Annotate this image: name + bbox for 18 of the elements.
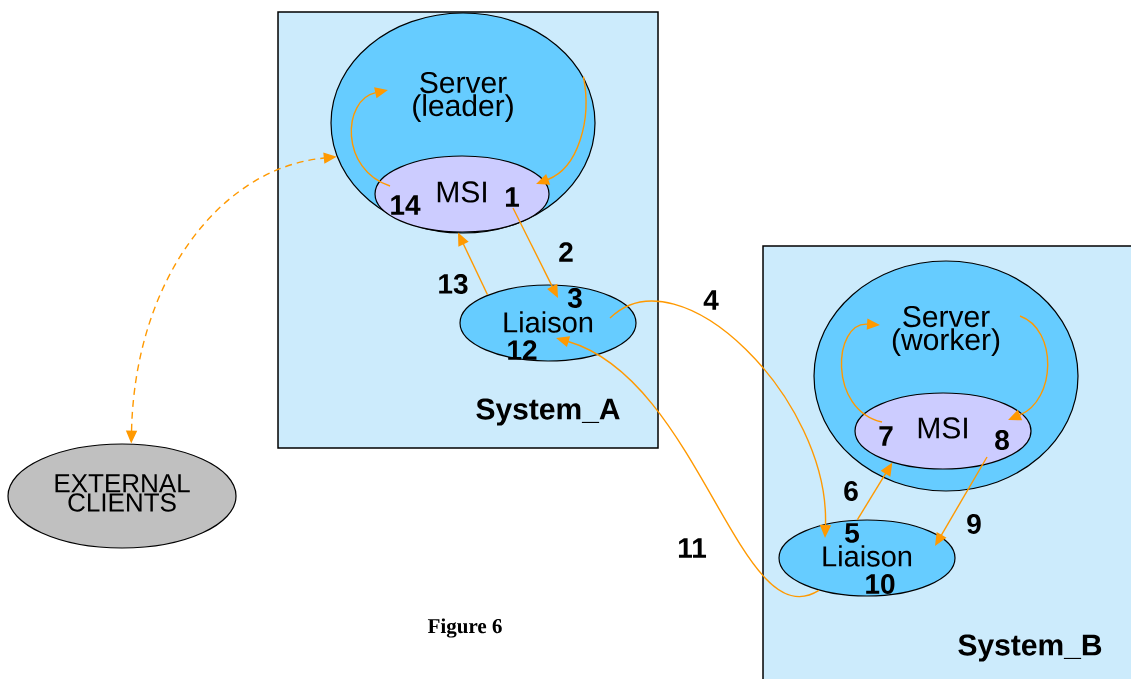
arrow xyxy=(840,318,883,423)
step-number: 9 xyxy=(967,514,981,534)
step-number: 2 xyxy=(559,242,573,262)
step-number: 14 xyxy=(391,195,421,215)
step-number: 7 xyxy=(879,426,893,446)
step-number: 11 xyxy=(678,538,707,558)
step-number: 3 xyxy=(567,288,582,308)
step-number: 1 xyxy=(506,187,519,207)
step-number: 8 xyxy=(995,430,1009,450)
caption: Figure 6 xyxy=(427,618,502,638)
step-number: 12 xyxy=(508,340,537,360)
step-number: 5 xyxy=(845,523,859,543)
arrow xyxy=(512,207,558,298)
arrow xyxy=(350,87,391,187)
step-number: 10 xyxy=(866,574,895,594)
arrow xyxy=(1008,315,1049,421)
step-number: 4 xyxy=(703,290,719,310)
arrow xyxy=(935,456,988,546)
